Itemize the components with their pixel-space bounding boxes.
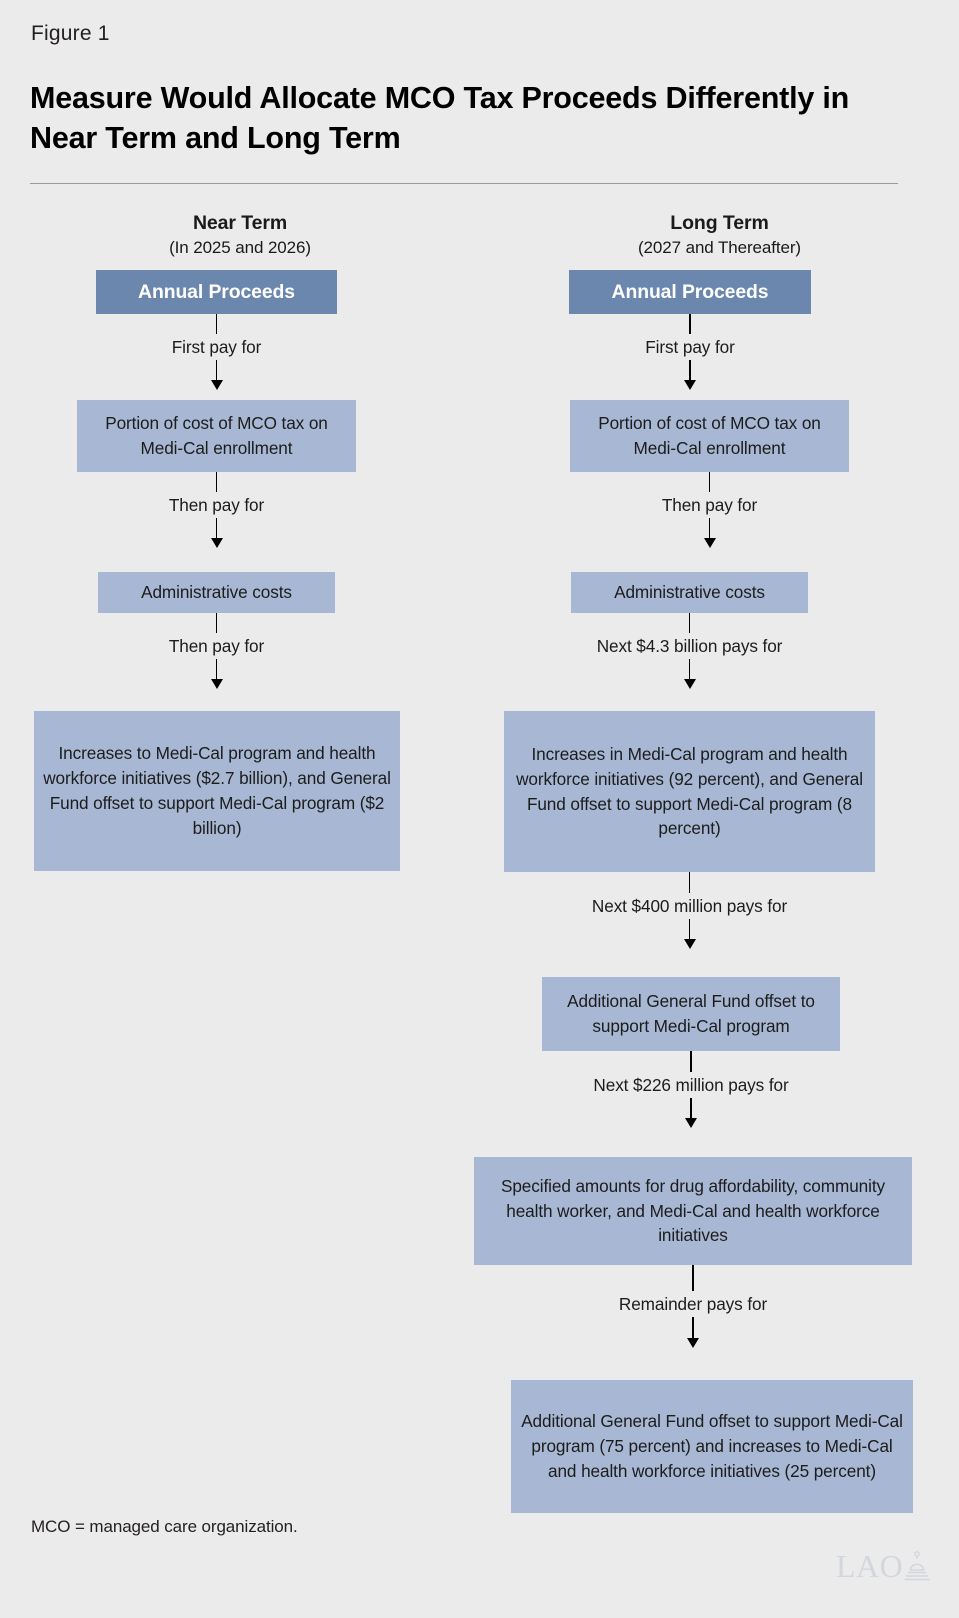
connector-near-then-pay-for-2: Then pay for <box>98 613 335 689</box>
connector-long-next-226-million: Next $226 million pays for <box>542 1051 840 1128</box>
connector-label: Remainder pays for <box>618 1294 768 1314</box>
connector-label: First pay for <box>645 337 735 357</box>
column-near-term: Near Term (In 2025 and 2026) Annual Proc… <box>0 212 480 871</box>
connector-long-first-pay-for: First pay for <box>569 314 811 390</box>
connector-near-then-pay-for-1: Then pay for <box>77 472 356 548</box>
column-title: Near Term <box>192 212 288 234</box>
connector-long-next-400-million: Next $400 million pays for <box>504 872 875 949</box>
connector-long-then-pay-for: Then pay for <box>570 472 849 548</box>
node-near-admin-costs: Administrative costs <box>98 572 335 613</box>
column-subtitle: (In 2025 and 2026) <box>169 238 311 257</box>
column-subtitle: (2027 and Thereafter) <box>638 238 801 257</box>
node-long-additional-general-fund: Additional General Fund offset to suppor… <box>542 977 840 1051</box>
connector-label: Next $226 million pays for <box>593 1075 789 1095</box>
node-long-admin-costs: Administrative costs <box>571 572 808 613</box>
connector-label: Then pay for <box>168 636 265 656</box>
capitol-dome-icon <box>904 1551 930 1581</box>
footnote: MCO = managed care organization. <box>31 1517 298 1536</box>
node-near-annual-proceeds: Annual Proceeds <box>96 270 337 314</box>
connector-long-remainder: Remainder pays for <box>474 1265 912 1348</box>
column-header-long-term: Long Term (2027 and Thereafter) <box>480 212 959 258</box>
column-long-term: Long Term (2027 and Thereafter) Annual P… <box>474 0 959 1618</box>
column-header-near-term: Near Term (In 2025 and 2026) <box>0 212 480 258</box>
connector-label: Then pay for <box>661 495 758 515</box>
node-long-remainder-allocation: Additional General Fund offset to suppor… <box>511 1380 913 1513</box>
node-long-annual-proceeds: Annual Proceeds <box>569 270 811 314</box>
node-long-increases: Increases in Medi-Cal program and health… <box>504 711 875 872</box>
title-divider <box>30 183 898 184</box>
node-long-specified-amounts: Specified amounts for drug affordability… <box>474 1157 912 1265</box>
lao-logo: LAO <box>836 1542 932 1582</box>
connector-label: Next $400 million pays for <box>591 896 788 916</box>
node-long-mco-tax-cost: Portion of cost of MCO tax on Medi-Cal e… <box>570 400 849 472</box>
lao-logo-text: LAO <box>836 1548 904 1584</box>
connector-near-first-pay-for: First pay for <box>96 314 337 390</box>
connector-label: Then pay for <box>168 495 265 515</box>
node-near-increases: Increases to Medi-Cal program and health… <box>34 711 400 871</box>
figure-title: Measure Would Allocate MCO Tax Proceeds … <box>30 81 850 156</box>
connector-label: Next $4.3 billion pays for <box>596 636 783 656</box>
column-title: Long Term <box>670 212 769 234</box>
connector-long-next-43-billion: Next $4.3 billion pays for <box>571 613 808 689</box>
figure-label: Figure 1 <box>31 22 110 45</box>
connector-label: First pay for <box>171 337 262 357</box>
node-near-mco-tax-cost: Portion of cost of MCO tax on Medi-Cal e… <box>77 400 356 472</box>
